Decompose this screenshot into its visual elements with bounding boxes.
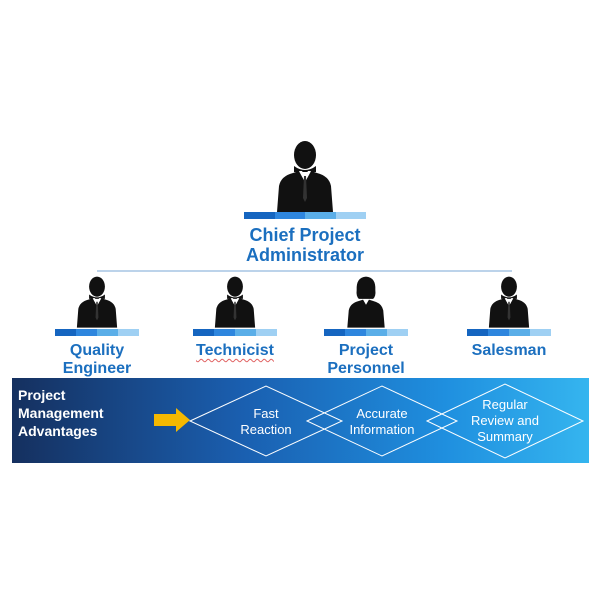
label-line: Personnel: [327, 360, 405, 377]
node-label: Project Personnel: [321, 342, 411, 378]
label-line: Administrator: [245, 245, 364, 265]
arrow-right-icon: [154, 408, 190, 432]
advantage-line: Reaction: [240, 422, 292, 437]
advantage-line: Review and: [471, 413, 539, 428]
underline-bar-segment: [244, 212, 275, 219]
underline-bar-segment: [509, 329, 530, 336]
underline-bar-segment: [274, 212, 305, 219]
advantage-line: Summary: [477, 429, 533, 444]
chief-project-administrator-node: Chief Project Administrator: [240, 138, 370, 265]
project-personnel-node: Project Personnel: [321, 273, 411, 378]
banner-title: Project Management Advantages: [18, 386, 104, 440]
underline-bar-segment: [530, 329, 551, 336]
underline-bar-segment: [256, 329, 277, 336]
male-person-icon: [277, 141, 333, 212]
advantage-fast-reaction-text: Fast Reaction: [216, 406, 316, 438]
underline-bar-segment: [97, 329, 118, 336]
underline-bar-segment: [55, 329, 76, 336]
underline-bar-segment: [345, 329, 366, 336]
underline-bar-segment: [387, 329, 408, 336]
underline-bar-segment: [324, 329, 345, 336]
label-line: Chief Project: [249, 225, 361, 245]
underline-bar-segment: [305, 212, 336, 219]
advantages-shapes: [154, 383, 585, 459]
underline-bar-segment: [335, 212, 366, 219]
banner-title-line: Advantages: [18, 423, 98, 439]
underline-bar-segment: [488, 329, 509, 336]
underline-bar-segment: [193, 329, 214, 336]
advantage-line: Information: [349, 422, 415, 437]
node-label: Chief Project Administrator: [240, 225, 370, 265]
diamond-regular-review: [425, 383, 585, 459]
advantage-line: Accurate: [356, 406, 408, 421]
label-line: Technicist: [196, 342, 274, 359]
label-line: Quality: [69, 342, 125, 359]
banner-title-line: Project: [18, 387, 66, 403]
advantage-line: Fast: [253, 406, 279, 421]
underline-bar-segment: [235, 329, 256, 336]
label-line: Engineer: [62, 360, 132, 377]
underline-bar: [244, 212, 366, 219]
banner-title-line: Management: [18, 405, 104, 421]
male-person-icon: [488, 276, 530, 328]
male-person-icon: [76, 276, 118, 328]
advantage-regular-review-text: Regular Review and Summary: [453, 397, 557, 445]
label-line: Project: [338, 342, 394, 359]
underline-bar: [467, 329, 551, 336]
advantages-banner: Project Management Advantages Fast React…: [12, 378, 589, 463]
male-person-icon: [214, 276, 256, 328]
technicist-node: Technicist: [190, 273, 280, 360]
underline-bar-segment: [118, 329, 139, 336]
female-person-icon: [347, 276, 385, 328]
quality-engineer-node: Quality Engineer: [52, 273, 142, 378]
underline-bar-segment: [467, 329, 488, 336]
underline-bar: [193, 329, 277, 336]
underline-bar-segment: [366, 329, 387, 336]
underline-bar-segment: [76, 329, 97, 336]
underline-bar-segment: [214, 329, 235, 336]
diamond-fast-reaction: [188, 385, 344, 457]
salesman-node: Salesman: [464, 273, 554, 360]
underline-bar: [324, 329, 408, 336]
advantage-accurate-information-text: Accurate Information: [330, 406, 434, 438]
node-label: Salesman: [464, 342, 554, 360]
node-label: Quality Engineer: [52, 342, 142, 378]
label-line: Salesman: [471, 342, 547, 359]
diamond-accurate-information: [305, 385, 459, 457]
underline-bar: [55, 329, 139, 336]
node-label: Technicist: [190, 342, 280, 360]
advantage-line: Regular: [482, 397, 528, 412]
